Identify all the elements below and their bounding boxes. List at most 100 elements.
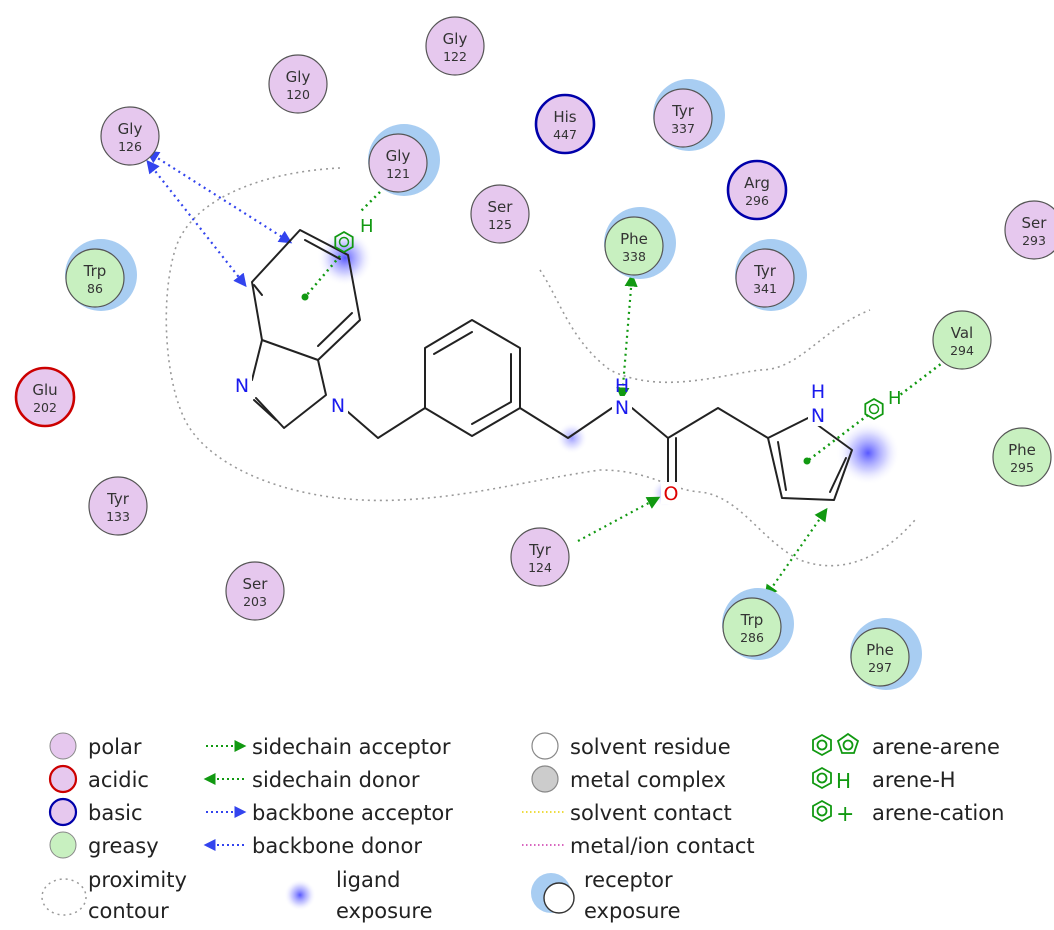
residue-name: Arg	[744, 174, 770, 192]
legend-acidic-label: acidic	[88, 768, 149, 792]
acetamide-chain	[631, 407, 769, 439]
pyrrole-ring	[767, 417, 853, 501]
residue-number: 133	[106, 509, 130, 524]
carbonyl-double-bond	[667, 437, 677, 484]
legend-sidechain-acceptor-label: sidechain acceptor	[252, 735, 451, 759]
legend-proximity-label-2: contour	[88, 899, 169, 923]
residue-name: Ser	[488, 198, 514, 216]
backbone-donor-line	[146, 159, 247, 288]
atom-label-bg	[328, 394, 348, 416]
legend-backbone-donor-label: backbone donor	[252, 834, 422, 858]
residue-disc	[268, 54, 328, 114]
residue-number: 286	[740, 630, 764, 645]
residue-name: Phe	[1008, 441, 1036, 459]
residue-number: 296	[745, 193, 769, 208]
residue-number: 338	[622, 249, 646, 264]
residue-disc	[470, 184, 530, 244]
ligand-atom-labels: N N N H O N H	[232, 374, 828, 505]
residue-name: Gly	[118, 120, 143, 138]
residue-name: Tyr	[528, 541, 552, 559]
residue-disc	[932, 310, 992, 370]
atom-n-benzimidazole: N	[331, 395, 345, 417]
residue-number: 122	[443, 49, 467, 64]
residue-number: 341	[753, 281, 777, 296]
residue-name: Trp	[740, 611, 764, 629]
residue-number: 120	[286, 87, 310, 102]
residue-name: Gly	[286, 68, 311, 86]
residue-number: 297	[868, 660, 892, 675]
ligand-exposure-spot	[836, 421, 900, 485]
double-bond	[253, 284, 263, 296]
atom-n-amide: N	[615, 397, 629, 419]
legend-greasy-swatch	[49, 831, 77, 859]
aromatic-bonds	[433, 331, 512, 425]
residue-disc	[722, 597, 782, 657]
residue-name: His	[553, 108, 576, 126]
legend-basic-swatch	[48, 797, 78, 827]
atom-label-bg	[232, 374, 252, 396]
legend-polar-swatch	[49, 732, 77, 760]
residue-disc	[510, 527, 570, 587]
legend-acidic-swatch	[48, 764, 78, 794]
legend-backbone-acceptor-label: backbone acceptor	[252, 801, 453, 825]
residue-number: 294	[950, 343, 974, 358]
residue-layer: Gly126Gly120Gly122Gly121His447Tyr337Arg2…	[14, 16, 1054, 690]
legend-receptor-exposure-swatch	[543, 882, 575, 914]
atom-label-bg	[661, 482, 681, 504]
residue-name: Phe	[620, 230, 648, 248]
legend-basic-label: basic	[88, 801, 143, 825]
residue-number: 203	[243, 594, 267, 609]
residue-disc	[100, 106, 160, 166]
residue-disc	[14, 366, 76, 428]
residue-number: 126	[118, 139, 142, 154]
sidechain-line-phe338	[616, 273, 638, 401]
arene-markers: H H	[301, 216, 902, 465]
arene-h-pyrrole-icon	[864, 397, 884, 421]
benzimidazole-imidazole-ring	[251, 339, 327, 429]
atom-n-pyrrole: N	[811, 405, 825, 427]
residue-disc	[850, 627, 910, 687]
sidechain-line-trp286	[764, 507, 828, 599]
sidechain-line-tyr124	[577, 496, 661, 542]
residue-disc	[992, 427, 1052, 487]
legend: polar acidic basic greasy proximity cont…	[41, 732, 1004, 923]
interaction-lines	[145, 150, 951, 599]
residue-name: Tyr	[106, 490, 130, 508]
legend-arene-cation-glyph: +	[836, 802, 854, 827]
residue-number: 447	[553, 127, 577, 142]
legend-sidechain-donor-label: sidechain donor	[252, 768, 420, 792]
legend-metal-ion-contact-label: metal/ion contact	[570, 834, 755, 858]
legend-proximity-label-1: proximity	[88, 868, 187, 892]
benzyl-linker	[339, 404, 426, 439]
legend-arene-h-glyph: H	[836, 769, 851, 793]
legend-arene-cation-label: arene-cation	[872, 801, 1004, 825]
ligand-exposure-spot	[317, 230, 373, 286]
legend-metal-complex-label: metal complex	[570, 768, 726, 792]
double-bond	[304, 239, 341, 260]
legend-greasy-label: greasy	[88, 834, 159, 858]
atom-label-bg	[612, 396, 632, 418]
arene-h-label-val294: H	[888, 388, 902, 409]
legend-arene-h-label: arene-H	[872, 768, 956, 792]
residue-disc	[726, 159, 788, 221]
residue-disc	[735, 248, 795, 308]
arene-centroid-dot	[301, 293, 309, 301]
residue-name: Ser	[1022, 214, 1048, 232]
legend-solvent-contact-label: solvent contact	[570, 801, 732, 825]
residue-number: 337	[671, 121, 695, 136]
residue-number: 202	[33, 400, 57, 415]
arene-h-benzene-icon	[334, 230, 354, 254]
